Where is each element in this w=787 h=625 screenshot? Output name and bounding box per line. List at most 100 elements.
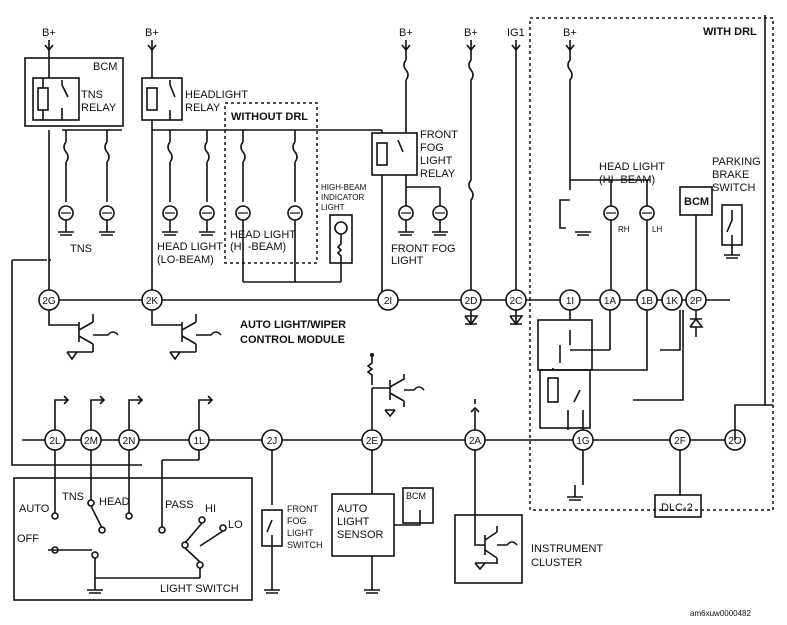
connector-top-label-1k: 1K	[666, 296, 679, 307]
connector-top-label-2d: 2D	[465, 296, 478, 307]
front-fog-relay	[371, 132, 418, 176]
parking-label-2: BRAKE	[712, 169, 749, 181]
connector-top-label-1b: 1B	[641, 296, 654, 307]
sw-lo-label: LO	[228, 519, 243, 531]
headlight-relay-label-2: RELAY	[185, 102, 221, 114]
parking-label-3: SWITCH	[712, 182, 755, 194]
bcm-label: BCM	[93, 61, 117, 73]
fog-switch-label-4: SWITCH	[287, 540, 323, 550]
footer-code: am6xuw0000482	[690, 609, 751, 618]
bplus-label-3: B+	[399, 27, 413, 39]
fog-switch-label-3: LIGHT	[287, 528, 314, 538]
connector-bottom-label-2o: 2O	[728, 436, 742, 447]
light-switch-box	[13, 477, 253, 601]
with-drl-region	[529, 17, 774, 511]
dlc-box	[654, 494, 702, 518]
instrument-cluster-box	[454, 514, 523, 584]
bcm-box	[24, 57, 124, 127]
connector-top-node-1k	[661, 289, 683, 311]
grounds-top	[58, 220, 448, 236]
hb-indicator-label-3: LIGHT	[321, 203, 345, 212]
sw-auto-label: AUTO	[19, 503, 50, 515]
module-label-2: CONTROL MODULE	[240, 334, 345, 346]
rh-label: RH	[618, 225, 630, 234]
bplus-label-2: B+	[145, 27, 159, 39]
front-fog-relay-label-1: FRONT	[420, 129, 458, 141]
front-fog-relay-label-2: FOG	[420, 142, 444, 154]
module-label-1: AUTO LIGHT/WIPER	[240, 319, 346, 331]
bulbs	[58, 205, 655, 221]
hb-indicator-label-1: HIGH-BEAM	[321, 183, 367, 192]
hb-indicator-label-2: INDICATOR	[321, 193, 364, 202]
tns-relay	[32, 77, 80, 121]
bplus-label-4: B+	[464, 27, 478, 39]
connector-bottom-label-2j: 2J	[267, 436, 278, 447]
front-fog-lamp-label-2: LIGHT	[391, 255, 424, 267]
connector-bottom-label-2a: 2A	[469, 436, 482, 447]
transistor-2g	[48, 310, 119, 361]
connector-bottom-label-1l: 1L	[193, 436, 205, 447]
head-light-hi-label-1: HEAD LIGHT	[230, 229, 296, 241]
connector-top-label-2g: 2G	[42, 296, 56, 307]
bus-wires-upper	[48, 129, 382, 300]
ig1-label: IG1	[507, 27, 525, 39]
dlc-label: DLC-2	[661, 502, 693, 514]
headlight-relay-label-1: HEADLIGHT	[185, 89, 248, 101]
fog-switch-label-2: FOG	[287, 516, 307, 526]
drl-relay-box	[539, 369, 591, 429]
tns-lamp-label: TNS	[70, 243, 92, 255]
head-light-hi-label-2: (HI -BEAM)	[230, 241, 286, 253]
fog-switch-label-1: FRONT	[287, 504, 318, 514]
connector-bottom-label-2f: 2F	[674, 436, 686, 447]
tns-relay-label-1: TNS	[81, 89, 103, 101]
parking-label-1: PARKING	[712, 156, 761, 168]
bplus-label-5: B+	[563, 27, 577, 39]
sw-head-label: HEAD	[99, 496, 130, 508]
with-drl-label: WITH DRL	[703, 26, 757, 38]
headlight-relay-coil	[146, 87, 158, 111]
bcm-sensor-box	[402, 487, 434, 524]
tns-relay-coil	[37, 87, 49, 111]
supply-arrows	[44, 40, 575, 52]
sw-tns-label: TNS	[62, 491, 84, 503]
drl-module-box	[537, 319, 593, 371]
front-fog-relay-coil	[376, 142, 388, 166]
light-switch-contacts	[48, 450, 227, 594]
without-drl-label: WITHOUT DRL	[231, 111, 308, 123]
bcm-sensor-label: BCM	[406, 491, 426, 501]
connector-bottom-label-2l: 2L	[49, 436, 61, 447]
front-fog-relay-label-3: LIGHT	[420, 155, 453, 167]
lh-label: LH	[652, 225, 662, 234]
front-fog-lamp-label-1: FRONT FOG	[391, 243, 456, 255]
sw-pass-label: PASS	[165, 499, 194, 511]
sw-hi-label: HI	[205, 503, 216, 515]
bplus-label-1: B+	[42, 27, 56, 39]
auto-light-sensor-label-1: AUTO	[337, 503, 368, 515]
light-switch-label: LIGHT SWITCH	[160, 583, 239, 595]
head-light-hi-drl-label-2: (HI -BEAM)	[599, 174, 655, 186]
connector-bottom-label-1g: 1G	[576, 436, 590, 447]
sw-off-label: OFF	[17, 533, 39, 545]
connector-top-label-2i: 2I	[384, 296, 392, 307]
connector-top-label-1a: 1A	[604, 296, 617, 307]
instrument-cluster-label-2: CLUSTER	[531, 557, 582, 569]
connector-bottom-label-2m: 2M	[84, 436, 98, 447]
connector-top-label-2c: 2C	[510, 296, 523, 307]
auto-light-sensor-label-3: SENSOR	[337, 529, 384, 541]
front-fog-relay-label-4: RELAY	[420, 168, 456, 180]
auto-light-sensor-label-2: LIGHT	[337, 516, 370, 528]
connector-bottom-label-2e: 2E	[366, 436, 379, 447]
connector-top-label-1i: 1I	[566, 296, 574, 307]
transistor-2k	[151, 310, 222, 361]
head-light-lo-label-2: (LO-BEAM)	[157, 254, 214, 266]
instrument-cluster-label-1: INSTRUMENT	[531, 543, 603, 555]
headlight-relay	[141, 77, 183, 121]
bcm-drl-label: BCM	[684, 196, 709, 208]
connector-top-node-2i	[377, 289, 399, 311]
tns-relay-label-2: RELAY	[81, 102, 117, 114]
head-light-lo-label-1: HEAD LIGHT	[157, 241, 223, 253]
head-light-hi-drl-label-1: HEAD LIGHT	[599, 161, 665, 173]
connector-top-label-2k: 2K	[146, 296, 159, 307]
